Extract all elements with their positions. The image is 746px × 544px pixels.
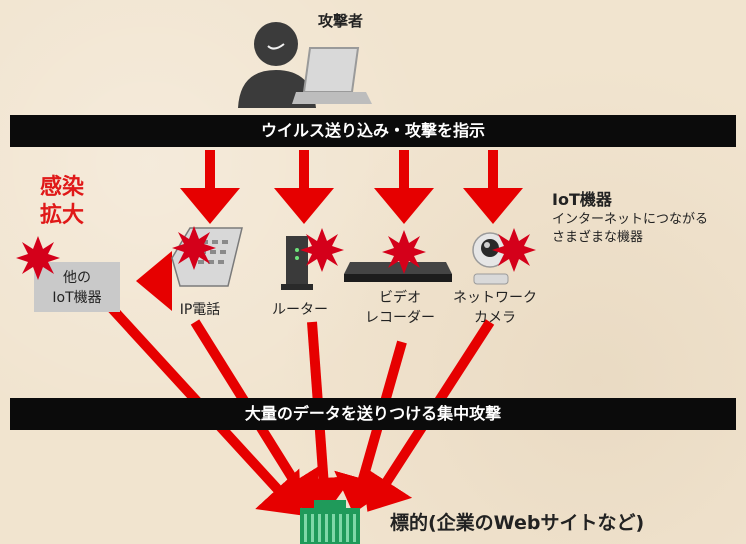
video-recorder-label-line2: レコーダー	[365, 310, 435, 326]
router-icon	[281, 236, 313, 290]
video-recorder-icon	[344, 262, 452, 282]
command-banner: ウイルス送り込み・攻撃を指示	[10, 115, 736, 147]
network-camera-label-line2: カメラ	[474, 310, 516, 326]
network-camera-icon	[472, 232, 509, 285]
video-recorder-label-line1: ビデオ	[379, 290, 421, 306]
iot-description-line1: インターネットにつながる	[552, 212, 709, 227]
iot-title: IoT機器	[552, 190, 612, 209]
command-arrows	[180, 150, 523, 224]
attacker-label: 攻撃者	[318, 12, 364, 30]
router-label: ルーター	[272, 302, 328, 318]
target-label: 標的(企業のWebサイトなど)	[390, 512, 645, 534]
target-building-icon	[300, 500, 360, 544]
attack-arrow-other-iot	[91, 286, 302, 516]
spread-label-line1: 感染	[40, 175, 85, 200]
network-camera-label-line1: ネットワーク	[453, 290, 537, 306]
ip-phone-label: IP電話	[179, 302, 221, 318]
iot-description-line2: さまざまな機器	[552, 230, 644, 245]
infection-burst-router	[300, 228, 344, 272]
infection-burst-camera	[492, 228, 536, 272]
other-iot-label-line1: 他の	[63, 270, 91, 286]
infection-burst-ip-phone	[172, 226, 216, 270]
laptop-icon	[292, 47, 372, 104]
infection-burst-other-iot	[16, 236, 60, 280]
infection-bursts	[16, 226, 536, 280]
infection-burst-recorder	[382, 230, 426, 274]
other-iot-label-line2: IoT機器	[52, 290, 102, 306]
attack-banner: 大量のデータを送りつける集中攻撃	[10, 398, 736, 430]
spread-label-line2: 拡大	[40, 203, 85, 228]
